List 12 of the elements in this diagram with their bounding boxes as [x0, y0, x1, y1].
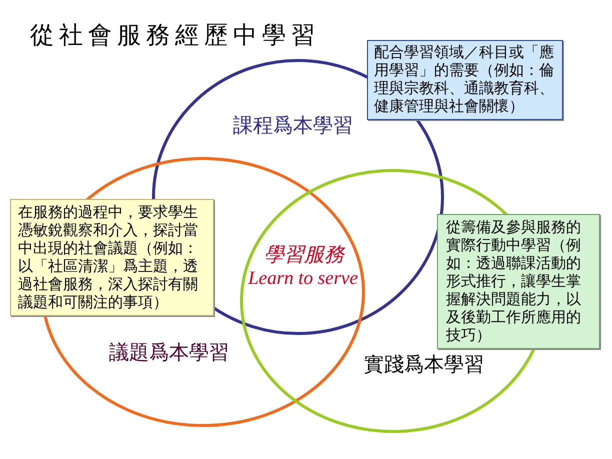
circle-label: 課程爲本學習 [233, 114, 353, 138]
callout-box [437, 214, 600, 349]
center-label: Learn to serve [248, 268, 358, 290]
circle-label: 議題爲本學習 [109, 341, 229, 365]
center-label: 學習服務 [264, 243, 344, 267]
callout-text: 配合學習領域／科目或「應用學習」的需要（例如：倫理與宗教科、通識教育科、健康管理與社會關懷） [374, 44, 555, 116]
callout-box [367, 40, 563, 120]
title: 從社會服務經歷中學習 [30, 22, 320, 50]
circle-label: 實踐爲本學習 [364, 353, 484, 377]
callout-text: 在服務的過程中，要求學生憑敏銳觀察和介入，探討當中出現的社會議題（例如：以「社區清潔」爲主題，透過社會服務，深入探討有關議題和可關注的事項） [18, 204, 199, 312]
callout-text: 從籌備及參與服務的實際行動中學習（例如：透過聯課活動的形式推行，讓學生掌握解決問題能力，以及後勤工作所應用的技巧） [446, 219, 582, 345]
callout-box [10, 199, 214, 316]
